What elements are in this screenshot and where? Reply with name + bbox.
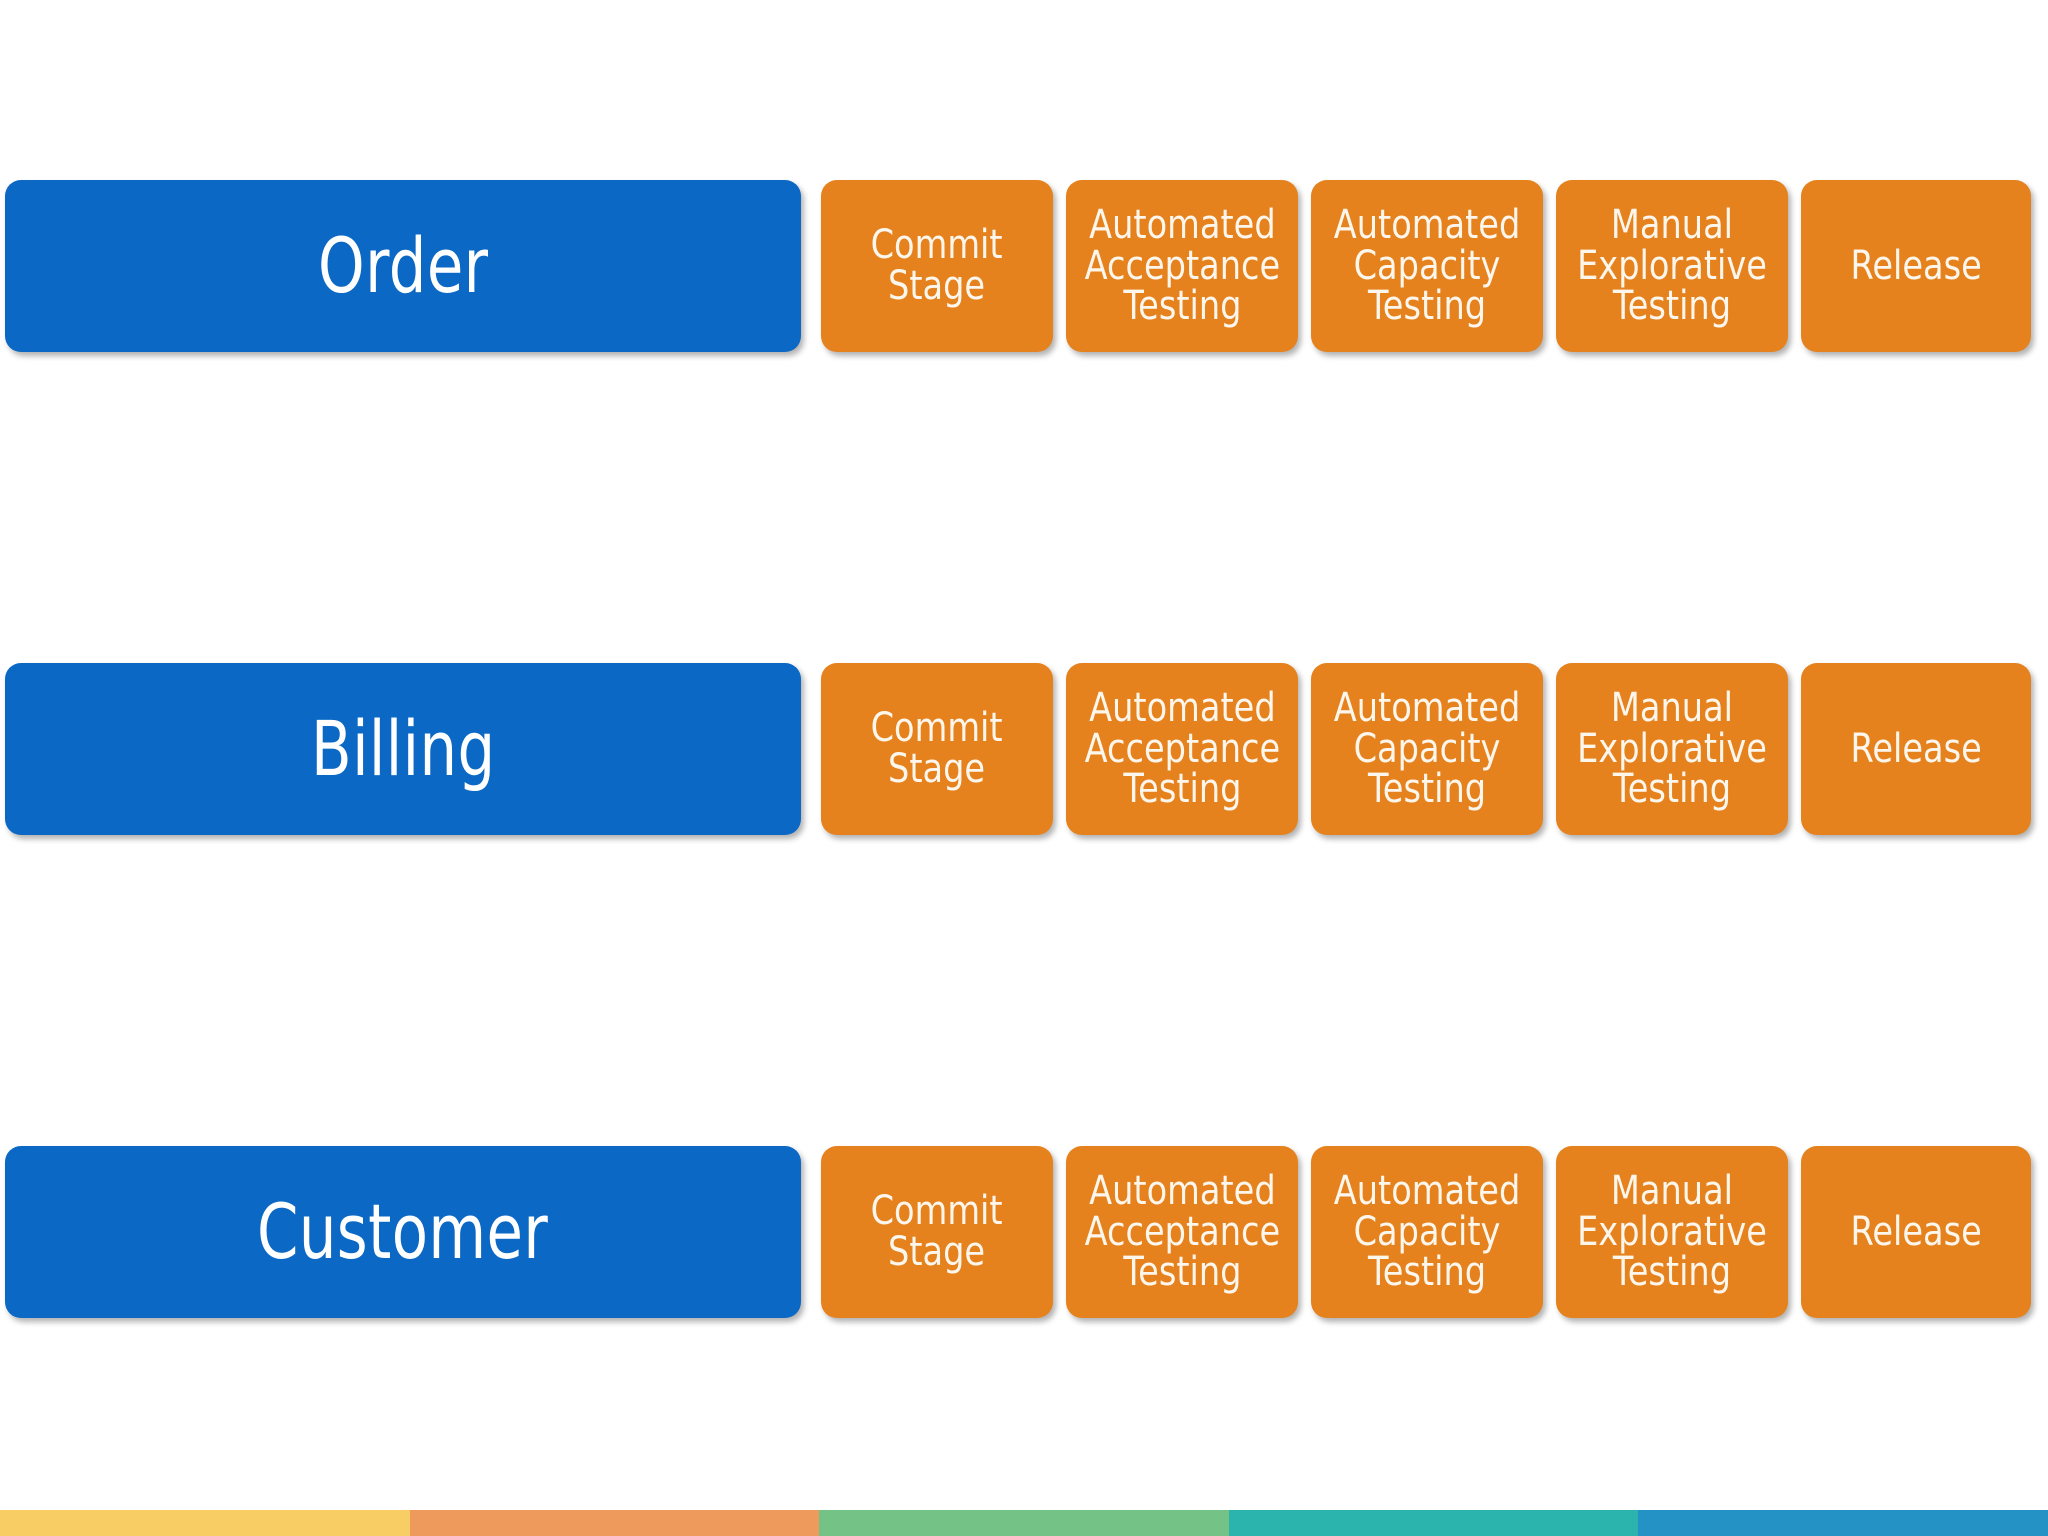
- stage-label: Commit Stage: [870, 705, 1003, 792]
- service-label: Billing: [310, 704, 496, 793]
- stage-label: Commit Stage: [870, 1188, 1003, 1275]
- service-box-order[interactable]: Order: [5, 180, 801, 352]
- stage-box-manual-explorative-testing[interactable]: Manual Explorative Testing: [1556, 1146, 1788, 1318]
- pipeline-row-order: Order Commit Stage Automated Acceptance …: [0, 180, 2048, 352]
- footer-color-bar: [0, 1510, 2048, 1536]
- footer-segment-yellow: [0, 1510, 410, 1536]
- stage-label: Commit Stage: [870, 222, 1003, 309]
- service-box-billing[interactable]: Billing: [5, 663, 801, 835]
- stage-box-manual-explorative-testing[interactable]: Manual Explorative Testing: [1556, 663, 1788, 835]
- service-box-customer[interactable]: Customer: [5, 1146, 801, 1318]
- stage-label: Automated Capacity Testing: [1333, 1167, 1521, 1296]
- stage-label: Automated Capacity Testing: [1333, 684, 1521, 813]
- stage-label: Automated Capacity Testing: [1333, 201, 1521, 330]
- service-label: Customer: [257, 1187, 549, 1276]
- stage-box-release[interactable]: Release: [1801, 1146, 2031, 1318]
- stage-box-commit-stage[interactable]: Commit Stage: [821, 180, 1053, 352]
- footer-segment-teal: [1228, 1510, 1639, 1536]
- stage-box-automated-acceptance-testing[interactable]: Automated Acceptance Testing: [1066, 1146, 1298, 1318]
- stage-box-automated-capacity-testing[interactable]: Automated Capacity Testing: [1311, 1146, 1543, 1318]
- footer-segment-orange: [409, 1510, 820, 1536]
- footer-segment-blue: [1638, 1510, 2048, 1536]
- stage-box-release[interactable]: Release: [1801, 180, 2031, 352]
- stage-label: Manual Explorative Testing: [1577, 201, 1767, 330]
- stage-label: Automated Acceptance Testing: [1084, 1167, 1280, 1296]
- stage-label: Manual Explorative Testing: [1577, 684, 1767, 813]
- stage-label: Automated Acceptance Testing: [1084, 201, 1280, 330]
- footer-segment-green: [819, 1510, 1229, 1536]
- stage-box-release[interactable]: Release: [1801, 663, 2031, 835]
- stage-label: Automated Acceptance Testing: [1084, 684, 1280, 813]
- stage-box-automated-acceptance-testing[interactable]: Automated Acceptance Testing: [1066, 663, 1298, 835]
- stage-label: Release: [1850, 242, 1982, 289]
- stage-box-automated-capacity-testing[interactable]: Automated Capacity Testing: [1311, 663, 1543, 835]
- service-label: Order: [317, 221, 489, 310]
- stage-group-order: Commit Stage Automated Acceptance Testin…: [821, 180, 2031, 352]
- stage-box-automated-acceptance-testing[interactable]: Automated Acceptance Testing: [1066, 180, 1298, 352]
- stage-label: Manual Explorative Testing: [1577, 1167, 1767, 1296]
- pipeline-row-customer: Customer Commit Stage Automated Acceptan…: [0, 1146, 2048, 1318]
- stage-box-automated-capacity-testing[interactable]: Automated Capacity Testing: [1311, 180, 1543, 352]
- stage-box-manual-explorative-testing[interactable]: Manual Explorative Testing: [1556, 180, 1788, 352]
- stage-label: Release: [1850, 725, 1982, 772]
- stage-box-commit-stage[interactable]: Commit Stage: [821, 663, 1053, 835]
- stage-group-billing: Commit Stage Automated Acceptance Testin…: [821, 663, 2031, 835]
- stage-group-customer: Commit Stage Automated Acceptance Testin…: [821, 1146, 2031, 1318]
- stage-box-commit-stage[interactable]: Commit Stage: [821, 1146, 1053, 1318]
- pipeline-row-billing: Billing Commit Stage Automated Acceptanc…: [0, 663, 2048, 835]
- stage-label: Release: [1850, 1208, 1982, 1255]
